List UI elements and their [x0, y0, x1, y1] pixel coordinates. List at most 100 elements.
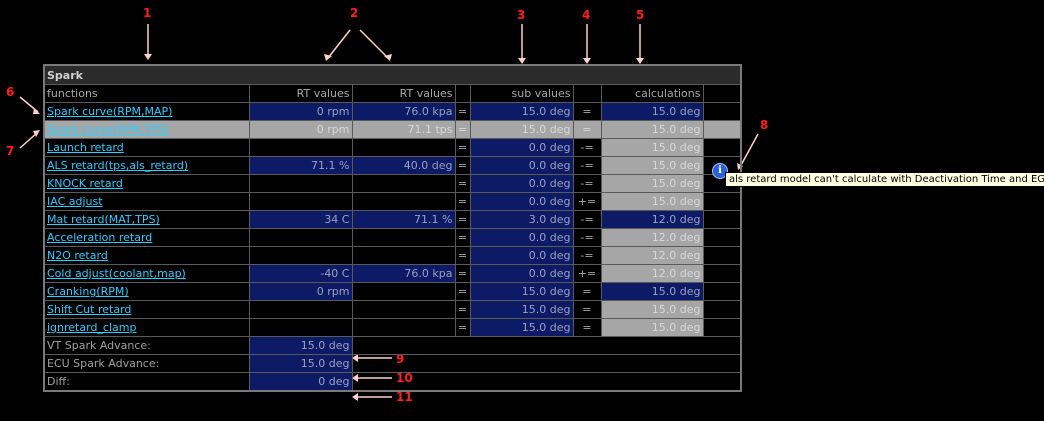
rt-value-2: [351, 300, 456, 319]
rt-value-2: [351, 282, 456, 301]
tooltip: als retard model can't calculate with De…: [725, 172, 1044, 187]
sub-value: 0.0 deg: [469, 246, 574, 265]
callout-5: 5: [636, 8, 645, 22]
table-row: Cranking(RPM)0 rpm=15.0 deg=15.0 deg: [43, 282, 742, 301]
summary-value: 0 deg: [248, 372, 353, 392]
calculation-value: 12.0 deg: [600, 246, 704, 265]
equals-sign: =: [454, 102, 471, 121]
callout-7: 7: [6, 144, 15, 158]
function-cell: Cold adjust(coolant,map): [43, 264, 250, 283]
operator: -=: [572, 156, 602, 175]
header-row: functions RT values RT values sub values…: [43, 84, 742, 103]
rt-value-2: 76.0 kpa: [351, 264, 456, 283]
function-cell: Acceleration retard: [43, 228, 250, 247]
function-link[interactable]: ignretard_clamp: [47, 321, 137, 334]
function-link[interactable]: ALS retard(tps,als_retard): [47, 159, 189, 172]
function-cell: Cranking(RPM): [43, 282, 250, 301]
function-link[interactable]: Mat retard(MAT,TPS): [47, 213, 160, 226]
sub-value: 0.0 deg: [469, 264, 574, 283]
operator: -=: [572, 174, 602, 193]
function-link[interactable]: Cold adjust(coolant,map): [47, 267, 186, 280]
equals-sign: =: [454, 282, 471, 301]
row-spacer: [702, 192, 742, 211]
function-cell: Mat retard(MAT,TPS): [43, 210, 250, 229]
rt-value-1: [248, 192, 353, 211]
rt-value-1: 34 C: [248, 210, 353, 229]
function-link[interactable]: Acceleration retard: [47, 231, 153, 244]
function-link[interactable]: Spark curve(RPM,MAP): [47, 105, 173, 118]
rt-value-1: 0 rpm: [248, 120, 353, 139]
function-link[interactable]: IAC adjust: [47, 195, 103, 208]
calculation-value: 15.0 deg: [600, 300, 704, 319]
equals-sign: =: [454, 300, 471, 319]
calculation-value: 15.0 deg: [600, 120, 704, 139]
table-row: KNOCK retard=0.0 deg-=15.0 deg: [43, 174, 742, 193]
table-row: Acceleration retard =0.0 deg-=12.0 deg: [43, 228, 742, 247]
rt-value-2: 76.0 kpa: [351, 102, 456, 121]
function-cell: Launch retard: [43, 138, 250, 157]
table-row: IAC adjust=0.0 deg+=15.0 deg: [43, 192, 742, 211]
rt-value-1: [248, 174, 353, 193]
function-link[interactable]: Cranking(RPM): [47, 285, 129, 298]
function-cell: Spark curve(RPM,MAP): [43, 102, 250, 121]
equals-sign: =: [454, 156, 471, 175]
sub-value: 15.0 deg: [469, 318, 574, 337]
calculation-value: 15.0 deg: [600, 102, 704, 121]
summary-row: VT Spark Advance:15.0 deg: [43, 336, 742, 355]
function-link[interactable]: Spark curve(RPM,TPS): [47, 123, 170, 136]
callout-3: 3: [517, 8, 526, 22]
summary-row: ECU Spark Advance:15.0 deg: [43, 354, 742, 373]
operator: +=: [572, 264, 602, 283]
header-calculations: calculations: [600, 84, 704, 103]
function-link[interactable]: Launch retard: [47, 141, 124, 154]
operator: =: [572, 300, 602, 319]
equals-sign: =: [454, 210, 471, 229]
rt-value-2: [351, 174, 456, 193]
function-cell: ignretard_clamp: [43, 318, 250, 337]
sub-value: 0.0 deg: [469, 228, 574, 247]
function-link[interactable]: N2O retard: [47, 249, 108, 262]
rt-value-2: 71.1 %: [351, 210, 456, 229]
rt-value-1: [248, 228, 353, 247]
rt-value-2: [351, 246, 456, 265]
info-icon[interactable]: i: [712, 163, 728, 179]
rt-value-1: 0 rpm: [248, 282, 353, 301]
summary-label: VT Spark Advance:: [43, 336, 250, 355]
operator: =: [572, 120, 602, 139]
row-spacer: [702, 300, 742, 319]
equals-sign: =: [454, 246, 471, 265]
operator: +=: [572, 192, 602, 211]
summary-value: 15.0 deg: [248, 336, 353, 355]
callout-11: 11: [396, 390, 413, 404]
row-spacer: [702, 210, 742, 229]
row-spacer: [702, 318, 742, 337]
function-link[interactable]: Shift Cut retard: [47, 303, 132, 316]
summary-row: Diff:0 deg: [43, 372, 742, 392]
sub-value: 3.0 deg: [469, 210, 574, 229]
equals-sign: =: [454, 228, 471, 247]
header-spacer: [572, 84, 602, 103]
rt-value-2: 40.0 deg: [351, 156, 456, 175]
rt-value-2: [351, 192, 456, 211]
row-spacer: [702, 120, 742, 139]
rt-value-1: 71.1 %: [248, 156, 353, 175]
operator: -=: [572, 228, 602, 247]
calculation-value: 15.0 deg: [600, 192, 704, 211]
equals-sign: =: [454, 318, 471, 337]
rt-value-2: [351, 228, 456, 247]
summary-value: 15.0 deg: [248, 354, 353, 373]
function-link[interactable]: KNOCK retard: [47, 177, 123, 190]
table-row: ALS retard(tps,als_retard) 71.1 %40.0 deg…: [43, 156, 742, 175]
sub-value: 15.0 deg: [469, 120, 574, 139]
callout-6: 6: [6, 85, 15, 99]
sub-value: 0.0 deg: [469, 138, 574, 157]
table-row: ignretard_clamp=15.0 deg=15.0 deg: [43, 318, 742, 337]
calculation-value: 12.0 deg: [600, 228, 704, 247]
summary-label: ECU Spark Advance:: [43, 354, 250, 373]
panel-title: Spark: [43, 64, 742, 85]
header-rt-values-2: RT values: [351, 84, 456, 103]
function-cell: Shift Cut retard: [43, 300, 250, 319]
row-spacer: [702, 282, 742, 301]
header-sub-values: sub values: [469, 84, 574, 103]
